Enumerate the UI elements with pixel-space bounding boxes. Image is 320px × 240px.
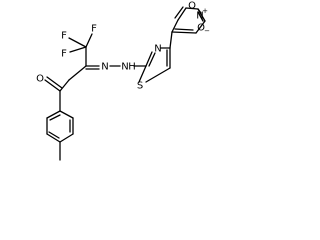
hydrazone-hydrogen-atom: H [128, 62, 136, 73]
hydrazone-nitrogen-atom: N [121, 62, 128, 73]
nitro-nitrogen-charge: + [202, 7, 208, 15]
fluorine-atom: F [61, 31, 67, 42]
carbonyl-oxygen-atom: O [36, 74, 44, 85]
thiazole-nitrogen-atom: N [154, 44, 161, 55]
atom-labels: F F F O N N H S N N + O O − [36, 1, 210, 92]
fluorine-atom: F [91, 24, 97, 35]
thiazole-sulfur-atom: S [137, 81, 143, 92]
nitro-nitrogen-atom: N [196, 11, 203, 22]
fluorine-atom: F [61, 49, 67, 60]
imine-nitrogen-atom: N [101, 62, 108, 73]
nitro-oxygen-atom: O [197, 23, 205, 34]
chemical-structure: F F F O N N H S N N + O O − [36, 1, 210, 161]
nitro-oxygen-atom: O [188, 1, 196, 12]
bond-lines [44, 6, 206, 161]
nitro-oxygen-charge: − [204, 27, 210, 35]
